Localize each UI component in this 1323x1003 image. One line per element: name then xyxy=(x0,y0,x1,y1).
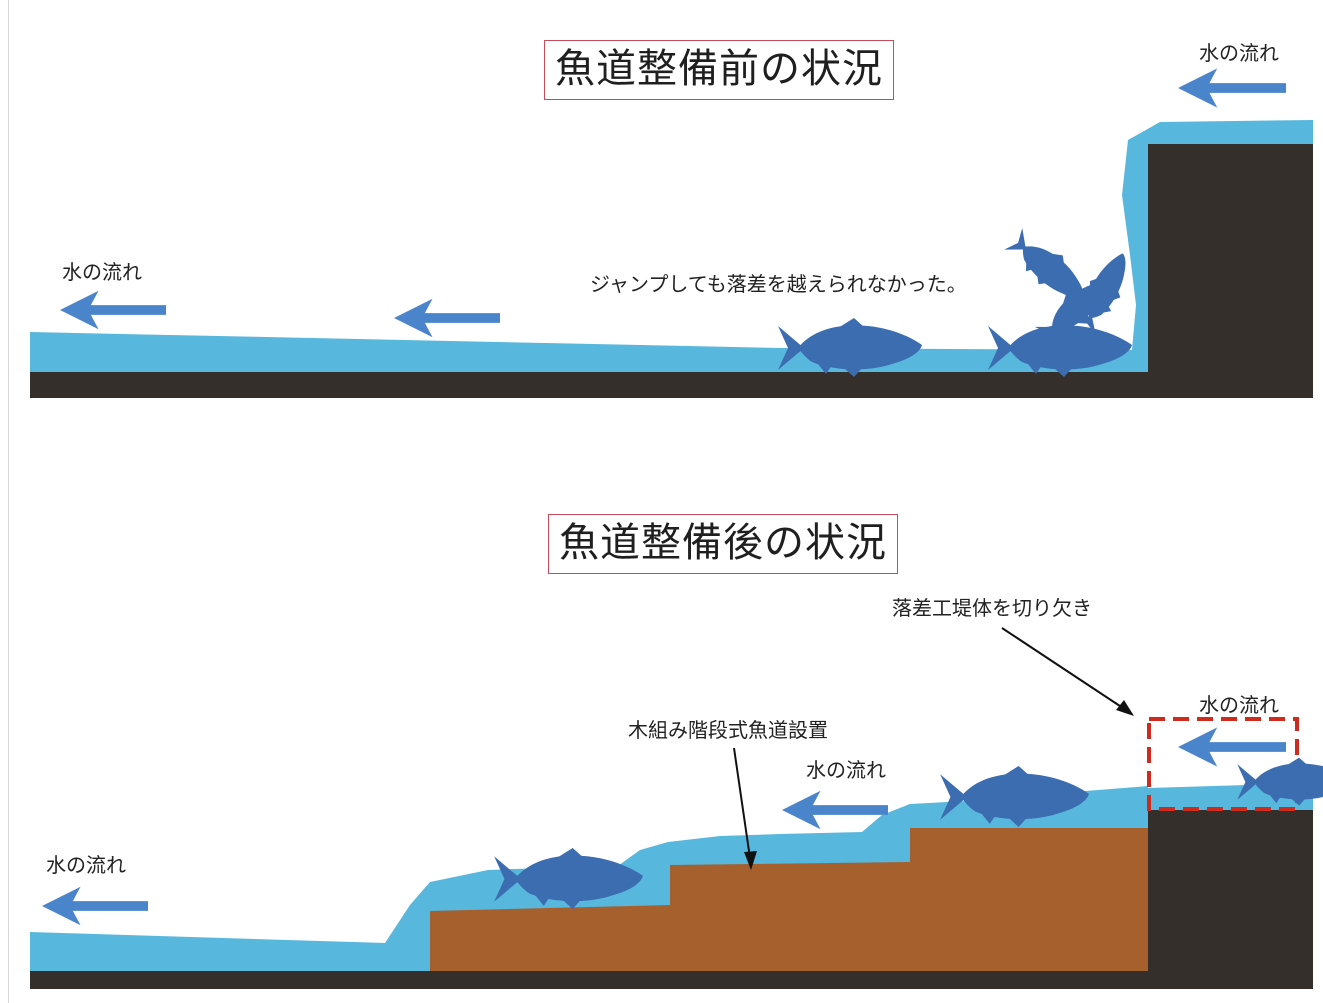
after-flow-label-downstream: 水の流れ xyxy=(46,853,126,877)
before-panel xyxy=(30,68,1313,398)
after-flow-label-middle: 水の流れ xyxy=(806,758,886,782)
after-panel xyxy=(30,627,1323,989)
after-cutout-label: 落差工堤体を切り欠き xyxy=(892,596,1092,620)
after-drop-structure xyxy=(1148,810,1313,989)
after-flow-arrow-upstream xyxy=(1178,727,1286,767)
fishway-leader-line xyxy=(733,747,751,859)
after-flow-label-upstream: 水の流れ xyxy=(1199,693,1279,717)
cutout-leader-arrowhead xyxy=(1116,700,1134,716)
before-drop-structure xyxy=(1148,144,1313,398)
page-left-rule xyxy=(8,0,9,1003)
before-riverbed xyxy=(30,372,1313,398)
before-flow-label-downstream: 水の流れ xyxy=(62,260,142,284)
before-downstream-water xyxy=(30,120,1313,373)
fishway-leader-arrowhead xyxy=(744,851,757,870)
after-fishway-label: 木組み階段式魚道設置 xyxy=(628,718,828,742)
before-flow-arrow-downstream xyxy=(60,290,166,330)
before-flow-arrow-upstream xyxy=(1178,68,1286,108)
before-flow-label-upstream: 水の流れ xyxy=(1199,41,1279,65)
after-fishway-steps xyxy=(430,828,1148,972)
before-jump-caption: ジャンプしても落差を越えられなかった。 xyxy=(590,272,967,296)
cutout-leader-line xyxy=(1001,627,1133,715)
before-title: 魚道整備前の状況 xyxy=(544,40,894,100)
after-flow-arrow-downstream xyxy=(42,886,148,926)
after-title: 魚道整備後の状況 xyxy=(548,514,898,574)
before-flow-arrow-middle xyxy=(394,298,500,338)
after-riverbed xyxy=(30,971,1313,989)
